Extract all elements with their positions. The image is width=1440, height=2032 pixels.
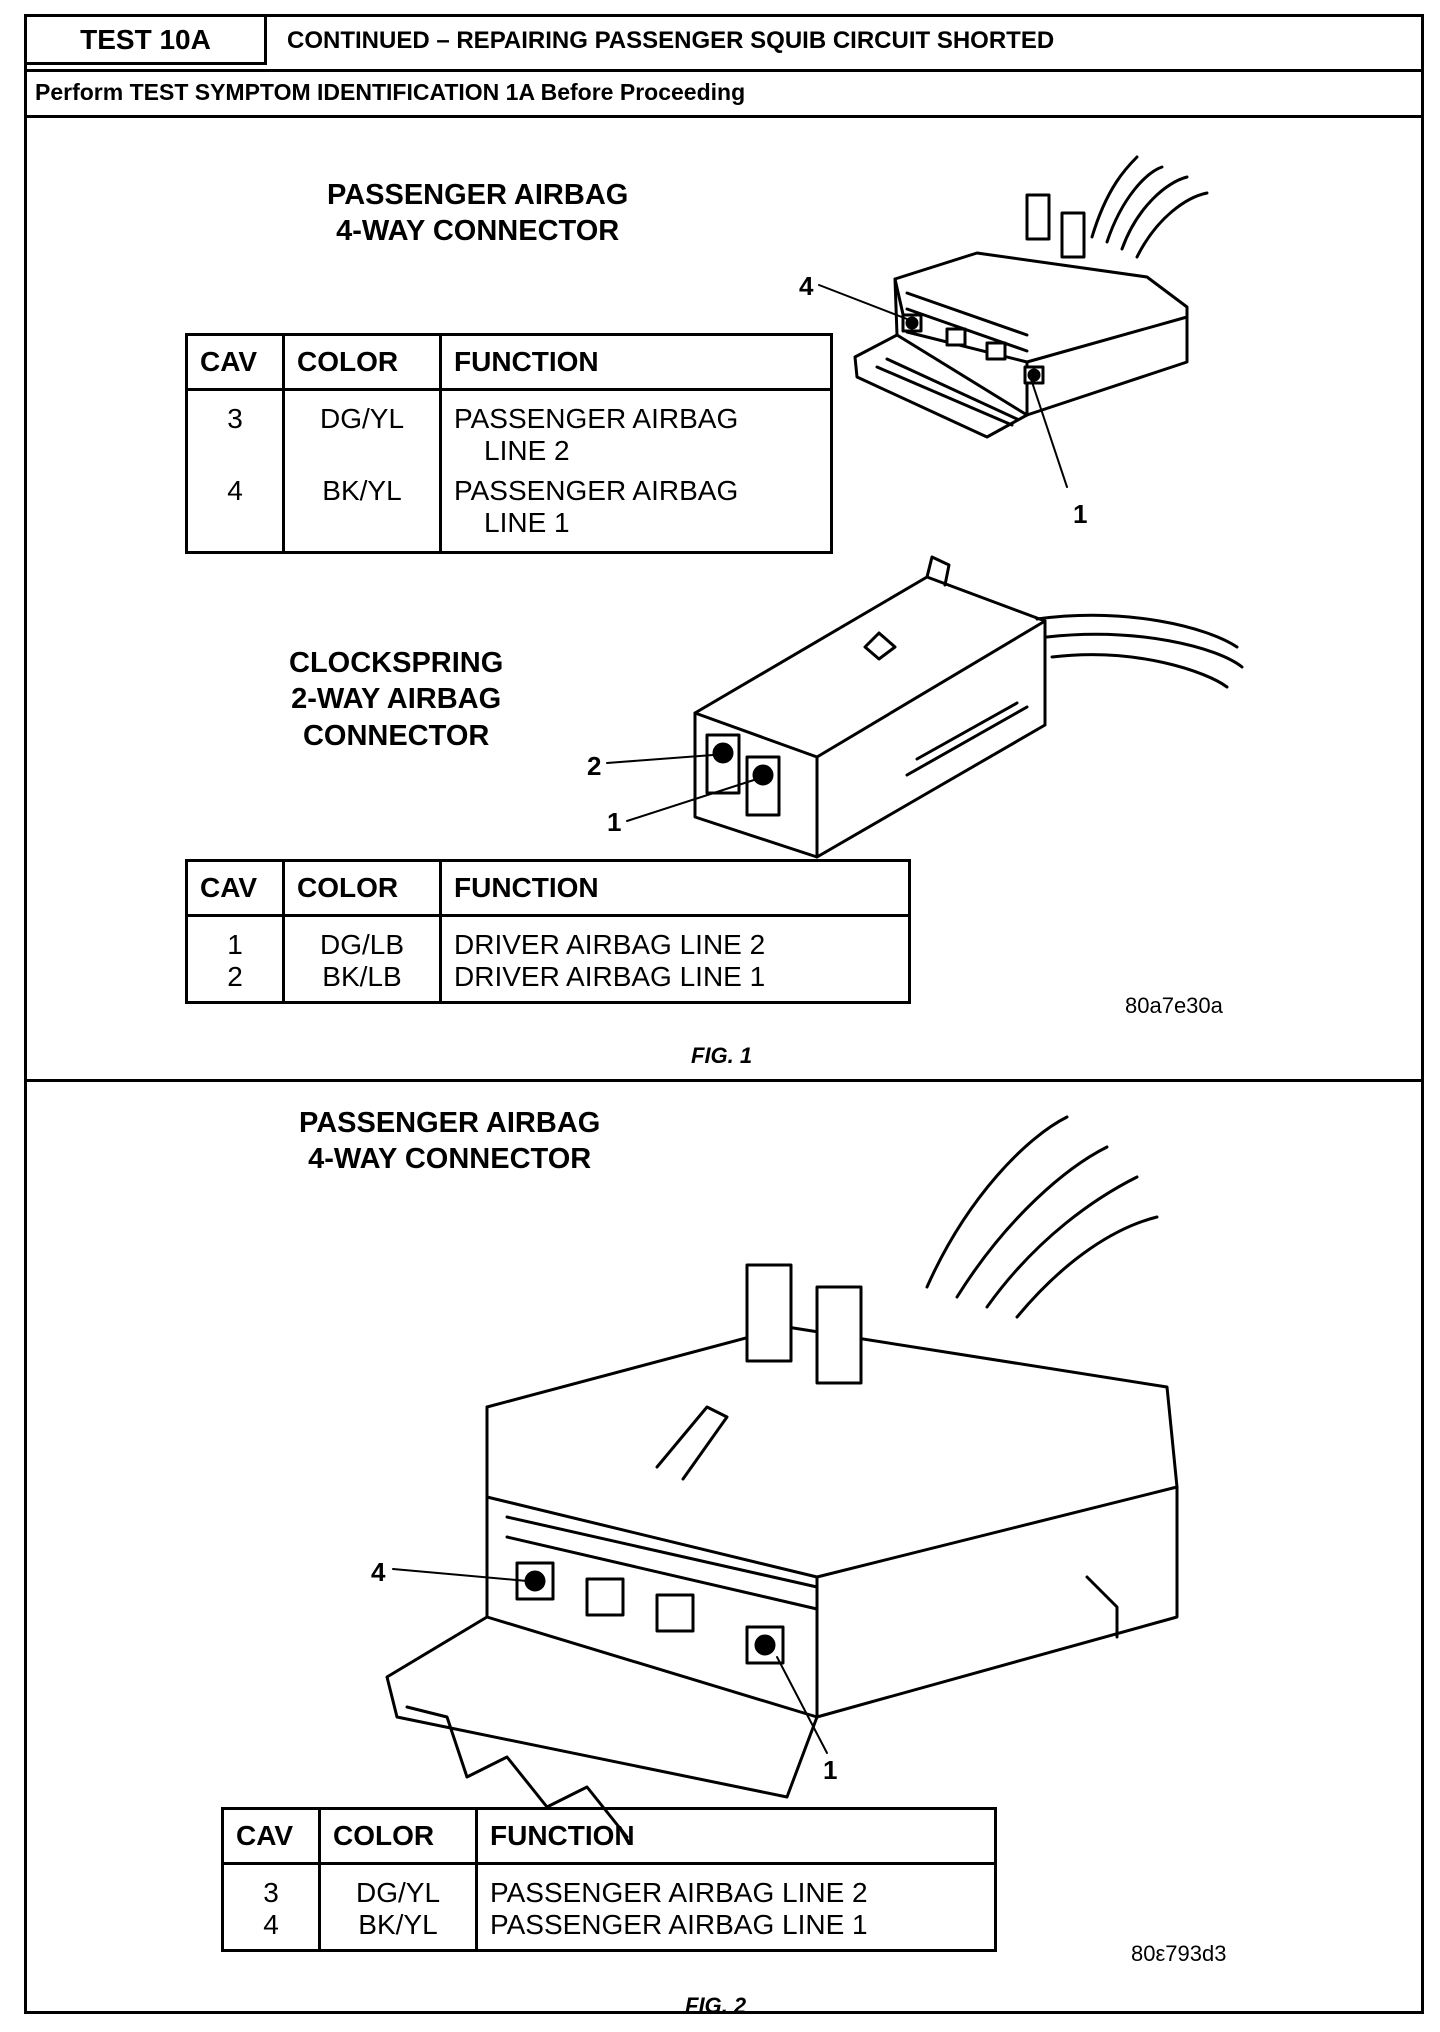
cell-function: DRIVER AIRBAG LINE 1	[454, 961, 766, 992]
cell-function: DRIVER AIRBAG LINE 2	[454, 929, 766, 960]
fig2-pinout-table: CAV COLOR FUNCTION 3 DG/YL PASSENGER AIR…	[221, 1807, 997, 1952]
subheader-divider	[27, 115, 1421, 118]
header-color: COLOR	[283, 334, 442, 391]
fig1-caption: FIG. 1	[691, 1043, 753, 1068]
table-row: 3 DG/YL PASSENGER AIRBAG LINE 2	[222, 1863, 996, 1909]
header-title: CONTINUED – REPAIRING PASSENGER SQUIB CI…	[287, 27, 1055, 54]
fig2-connector-title: PASSENGER AIRBAG 4-WAY CONNECTOR	[299, 1107, 601, 1176]
header-cav: CAV	[186, 334, 285, 391]
header-color: COLOR	[319, 1808, 478, 1865]
cell-cav: 2	[186, 961, 285, 1003]
fig1-clockspring-pinout-table: CAV COLOR FUNCTION 1 DG/LB DRIVER AIRBAG…	[185, 859, 911, 1004]
table-row: 4 BK/YL PASSENGER AIRBAG LINE 1	[222, 1909, 996, 1951]
service-manual-page: TEST 10A CONTINUED – REPAIRING PASSENGER…	[24, 14, 1424, 2018]
cell-cav: 3	[186, 389, 285, 471]
table-row: 1 DG/LB DRIVER AIRBAG LINE 2	[186, 915, 910, 961]
fig1-passenger-connector-title: PASSENGER AIRBAG 4-WAY CONNECTOR	[327, 179, 629, 248]
header-function: FUNCTION	[440, 860, 910, 917]
fig1-image-code: 80a7e30a	[1125, 993, 1223, 1018]
fig1-passenger-callout-1: 1	[1073, 499, 1088, 529]
instruction-text: Perform TEST SYMPTOM IDENTIFICATION 1A B…	[35, 79, 746, 105]
table-row: 2 BK/LB DRIVER AIRBAG LINE 1	[186, 961, 910, 1003]
fig2-callout-1: 1	[823, 1755, 838, 1785]
fig2-callout-4: 4	[371, 1557, 386, 1587]
cell-color: BK/LB	[283, 961, 442, 1003]
cell-function: PASSENGER AIRBAG LINE 2	[490, 1877, 868, 1908]
table-header-row: CAV COLOR FUNCTION	[222, 1808, 996, 1865]
fig1-clockspring-callout-2: 2	[587, 751, 602, 781]
cell-cav: 3	[222, 1863, 321, 1909]
connector-illustrations	[385, 155, 1244, 1839]
fig2-passenger-connector-drawing	[385, 1115, 1179, 1839]
header-cav: CAV	[222, 1808, 321, 1865]
cell-function: PASSENGER AIRBAG LINE 1	[490, 1909, 868, 1940]
fig1-passenger-connector-drawing	[818, 155, 1209, 488]
fig2-caption: FIG. 2	[685, 1993, 747, 2018]
header-color: COLOR	[283, 860, 442, 917]
test-id: TEST 10A	[80, 23, 211, 55]
fig1-clockspring-connector-title: CLOCKSPRING 2-WAY AIRBAG CONNECTOR	[289, 647, 504, 752]
fig1-clockspring-connector-drawing	[606, 555, 1244, 859]
fig1-clockspring-callout-1: 1	[607, 807, 622, 837]
cell-cav: 1	[186, 915, 285, 961]
cell-color: DG/YL	[283, 389, 442, 471]
figure-divider	[27, 1079, 1421, 1082]
header-function: FUNCTION	[476, 1808, 996, 1865]
cell-cav: 4	[222, 1909, 321, 1951]
cell-color: DG/YL	[319, 1863, 478, 1909]
cell-color: BK/YL	[283, 471, 442, 553]
cell-function: PASSENGER AIRBAG LINE 2	[454, 403, 739, 466]
table-row: 4 BK/YL PASSENGER AIRBAG LINE 1	[186, 471, 832, 553]
cell-function: PASSENGER AIRBAG LINE 1	[454, 475, 739, 538]
cell-color: DG/LB	[283, 915, 442, 961]
table-header-row: CAV COLOR FUNCTION	[186, 860, 910, 917]
test-id-box: TEST 10A	[27, 17, 267, 65]
header-function: FUNCTION	[440, 334, 832, 391]
header-cav: CAV	[186, 860, 285, 917]
fig1-passenger-callout-4: 4	[799, 271, 814, 301]
table-header-row: CAV COLOR FUNCTION	[186, 334, 832, 391]
cell-cav: 4	[186, 471, 285, 553]
header-divider	[27, 69, 1421, 72]
cell-color: BK/YL	[319, 1909, 478, 1951]
fig1-passenger-pinout-table: CAV COLOR FUNCTION 3 DG/YL PASSENGER AIR…	[185, 333, 833, 554]
fig2-image-code: 80ε793d3	[1131, 1941, 1227, 1966]
table-row: 3 DG/YL PASSENGER AIRBAG LINE 2	[186, 389, 832, 471]
